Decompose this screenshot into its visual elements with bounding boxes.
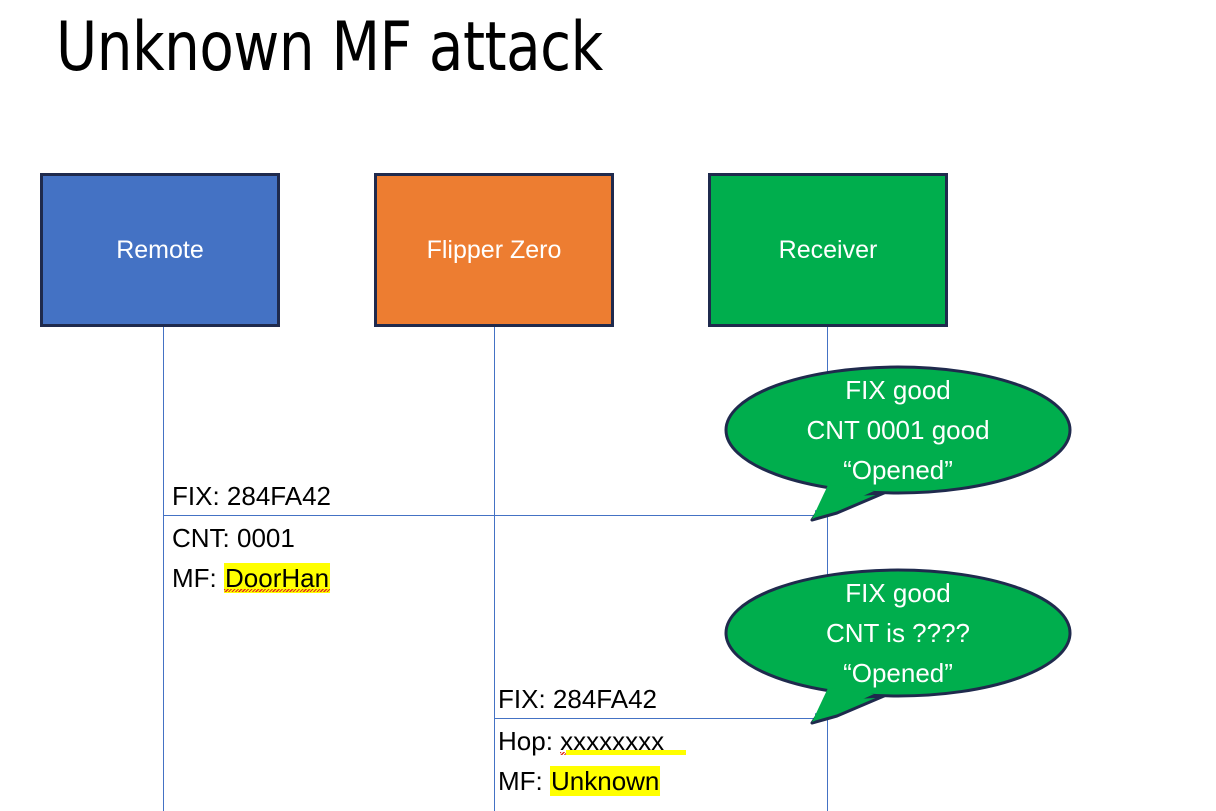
lifeline-remote (163, 327, 164, 811)
actor-label-flipper: Flipper Zero (426, 235, 562, 264)
callout-bubble-fix-good-cnt-0001[interactable]: FIX good CNT 0001 good “Opened” (724, 365, 1072, 522)
actor-box-receiver[interactable]: Receiver (708, 173, 948, 327)
message-1-fix-text: FIX: 284FA42 (172, 481, 331, 511)
message-2-hop-line: Hop: xxxxxxxx (498, 721, 664, 761)
lifeline-flipper (494, 327, 495, 811)
message-2-mf-prefix: MF: (498, 766, 550, 796)
actor-label-receiver: Receiver (778, 235, 878, 264)
callout-bubble-shape-2 (724, 568, 1072, 725)
message-1-cnt-line: CNT: 0001 (172, 518, 330, 558)
message-1-mf-prefix: MF: (172, 563, 224, 593)
message-2-hop-prefix: Hop: (498, 726, 561, 756)
message-1-mf-line: MF: DoorHan (172, 558, 331, 598)
lifeline-receiver (827, 327, 828, 811)
message-2-mf-line: MF: Unknown (498, 761, 664, 801)
message-1-mf-value-highlighted: DoorHan (224, 563, 331, 593)
hop-highlight-strip (566, 750, 686, 755)
message-2-mf-value-highlighted: Unknown (550, 766, 661, 796)
callout-bubble-fix-good-cnt-unknown[interactable]: FIX good CNT is ???? “Opened” (724, 568, 1072, 725)
message-2-label-below: Hop: xxxxxxxx MF: Unknown (498, 721, 664, 801)
page-title: Unknown MF attack (56, 8, 603, 87)
message-1-label-above: FIX: 284FA42 (172, 476, 331, 516)
actor-box-remote[interactable]: Remote (40, 173, 280, 327)
actor-label-remote: Remote (116, 235, 204, 264)
message-1-label-below: CNT: 0001 MF: DoorHan (172, 518, 331, 598)
message-2-fix-text: FIX: 284FA42 (498, 684, 657, 714)
message-1-cnt-text: CNT: 0001 (172, 523, 295, 553)
callout-bubble-shape-1 (724, 365, 1072, 522)
actor-box-flipper[interactable]: Flipper Zero (374, 173, 614, 327)
message-2-label-above: FIX: 284FA42 (498, 679, 657, 719)
